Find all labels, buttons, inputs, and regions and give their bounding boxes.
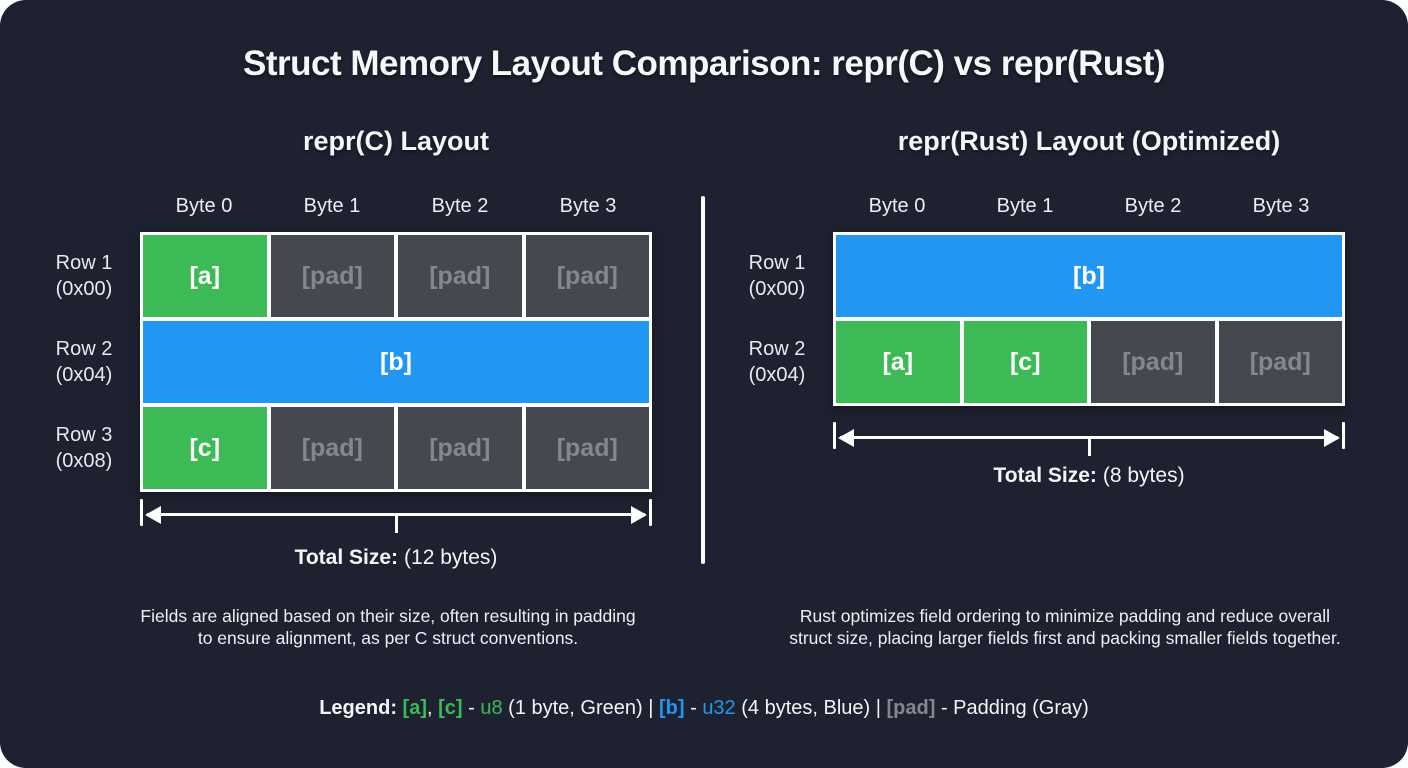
row-offset-line: (0x04) xyxy=(748,364,806,386)
legend-type-u8: u8 xyxy=(480,697,503,719)
total-size-value: (12 bytes) xyxy=(404,546,498,569)
padding-cell: [pad] xyxy=(270,407,394,489)
legend-field-b: [b] xyxy=(658,697,685,719)
row-label-c-row2: Row 2 (0x04) xyxy=(36,321,132,403)
legend-field-a: [a] xyxy=(402,697,427,719)
legend-desc-u8: (1 byte, Green) | xyxy=(502,697,659,719)
byte-labels-repr-rust: Byte 0 Byte 1 Byte 2 Byte 3 xyxy=(833,195,1345,218)
arrow-right-head-icon xyxy=(631,506,647,524)
total-size-label: Total Size: xyxy=(993,464,1097,487)
legend-label: Legend: xyxy=(319,697,403,719)
description-line: struct size, placing larger fields first… xyxy=(789,627,1341,648)
row-label-c-row1: Row 1 (0x00) xyxy=(36,235,132,317)
field-cell-c: [c] xyxy=(963,321,1087,403)
byte-label: Byte 0 xyxy=(868,195,926,217)
field-cell-b: [b] xyxy=(836,235,1342,317)
row-offset-line: (0x00) xyxy=(55,278,113,300)
total-size-repr-rust: Total Size:(8 bytes) xyxy=(833,464,1345,488)
description-repr-rust: Rust optimizes field ordering to minimiz… xyxy=(737,606,1393,649)
legend-separator: , xyxy=(427,697,439,719)
row-label-line: Row 2 xyxy=(55,338,113,360)
byte-label: Byte 1 xyxy=(996,195,1054,217)
byte-label: Byte 3 xyxy=(559,195,617,217)
field-cell-c: [c] xyxy=(143,407,267,489)
row-offset-line: (0x00) xyxy=(748,278,806,300)
legend-desc-u32: (4 bytes, Blue) | xyxy=(735,697,887,719)
description-line: to ensure alignment, as per C struct con… xyxy=(197,627,579,648)
field-cell-a: [a] xyxy=(143,235,267,317)
byte-label: Byte 1 xyxy=(303,195,361,217)
legend-desc-pad: - Padding (Gray) xyxy=(935,697,1089,719)
panel-header-repr-c: repr(C) Layout xyxy=(302,126,489,156)
total-size-label: Total Size: xyxy=(294,546,399,569)
byte-labels-repr-c: Byte 0 Byte 1 Byte 2 Byte 3 xyxy=(140,195,652,218)
row-offset-line: (0x08) xyxy=(55,450,113,472)
field-cell-b: [b] xyxy=(143,321,649,403)
arrow-right-head-icon xyxy=(1324,429,1340,447)
legend-separator: - xyxy=(684,697,703,719)
padding-cell: [pad] xyxy=(525,235,649,317)
padding-cell: [pad] xyxy=(525,407,649,489)
arrow-center-tick xyxy=(1087,439,1091,456)
legend-type-u32: u32 xyxy=(702,697,736,719)
byte-label: Byte 3 xyxy=(1252,195,1310,217)
arrow-center-tick xyxy=(394,516,398,533)
arrow-left-head-icon xyxy=(838,429,854,447)
memory-grid-repr-rust: [b] [a] [c] [pad] [pad] xyxy=(833,232,1345,406)
panel-header-repr-rust: repr(Rust) Layout (Optimized) xyxy=(897,126,1281,156)
arrow-end-tick xyxy=(649,499,652,526)
arrow-end-tick xyxy=(833,422,836,449)
description-line: Fields are aligned based on their size, … xyxy=(140,606,636,626)
padding-cell: [pad] xyxy=(398,235,522,317)
total-size-repr-c: Total Size:(12 bytes) xyxy=(140,546,652,570)
description-repr-c: Fields are aligned based on their size, … xyxy=(88,606,688,649)
row-offset-line: (0x04) xyxy=(55,364,113,386)
padding-cell: [pad] xyxy=(1218,321,1342,403)
padding-cell: [pad] xyxy=(1091,321,1215,403)
legend-separator: - xyxy=(462,697,481,719)
total-size-arrow-repr-rust xyxy=(833,421,1345,461)
arrow-left-head-icon xyxy=(145,506,161,524)
byte-label: Byte 2 xyxy=(1124,195,1182,217)
row-label-c-row3: Row 3 (0x08) xyxy=(36,407,132,489)
total-size-value: (8 bytes) xyxy=(1102,464,1185,487)
arrow-end-tick xyxy=(140,499,143,526)
row-label-line: Row 1 xyxy=(748,252,806,274)
memory-grid-repr-c: [a] [pad] [pad] [pad] [b] [c] [pad] [pad… xyxy=(140,232,652,492)
byte-label: Byte 2 xyxy=(431,195,489,217)
row-label-rust-row2: Row 2 (0x04) xyxy=(729,321,825,403)
page-title: Struct Memory Layout Comparison: repr(C)… xyxy=(242,44,1166,83)
byte-label: Byte 0 xyxy=(175,195,233,217)
row-label-line: Row 2 xyxy=(748,338,806,360)
row-label-rust-row1: Row 1 (0x00) xyxy=(729,235,825,317)
row-label-line: Row 1 xyxy=(55,252,113,274)
padding-cell: [pad] xyxy=(270,235,394,317)
arrow-end-tick xyxy=(1342,422,1345,449)
arrow-line xyxy=(840,436,1338,439)
legend: Legend: [a], [c] - u8 (1 byte, Green) | … xyxy=(0,697,1408,720)
panel-divider xyxy=(701,196,705,564)
description-line: Rust optimizes field ordering to minimiz… xyxy=(799,606,1331,626)
total-size-arrow-repr-c xyxy=(140,498,652,538)
legend-pad: [pad] xyxy=(886,697,936,719)
arrow-line xyxy=(147,513,645,516)
field-cell-a: [a] xyxy=(836,321,960,403)
padding-cell: [pad] xyxy=(398,407,522,489)
legend-field-c: [c] xyxy=(438,697,463,719)
row-label-line: Row 3 xyxy=(55,424,113,446)
